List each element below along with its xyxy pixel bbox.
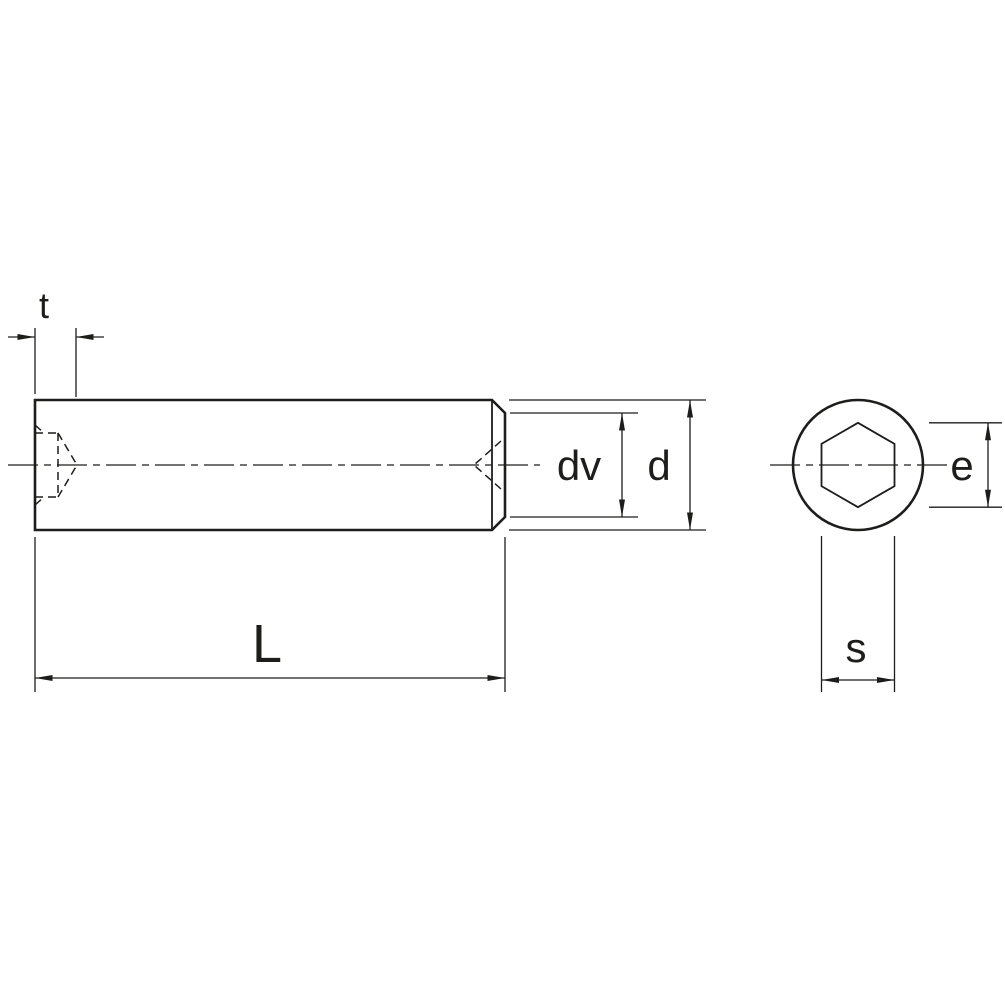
- dim-label-L: L: [252, 614, 282, 674]
- point-cone-upper: [473, 440, 502, 466]
- dimension-L: L: [34, 537, 506, 692]
- dim-label-t: t: [39, 285, 49, 326]
- hex-socket-outline: [820, 421, 896, 509]
- point-cone-lower: [473, 464, 502, 490]
- dim-label-e: e: [950, 442, 973, 489]
- end-view: e s: [770, 398, 1002, 692]
- dimension-e: e: [929, 422, 1002, 508]
- dimension-d: d: [509, 399, 706, 531]
- drill-cone-upper: [57, 432, 78, 466]
- entry-chamfer-lower: [34, 496, 45, 506]
- dim-label-d: d: [647, 442, 670, 489]
- side-view: t dv d L: [8, 285, 706, 692]
- dimension-s: s: [820, 536, 896, 692]
- entry-chamfer-upper: [34, 424, 45, 434]
- screw-outer-circle: [791, 398, 925, 532]
- point-cone-hidden-lines: [473, 440, 502, 490]
- dim-label-dv: dv: [557, 442, 601, 489]
- dimension-dv: dv: [510, 412, 638, 518]
- dimension-t: t: [8, 285, 104, 397]
- hex-socket-hidden-lines: [34, 424, 78, 506]
- dim-label-s: s: [846, 624, 867, 671]
- drill-cone-lower: [57, 464, 78, 498]
